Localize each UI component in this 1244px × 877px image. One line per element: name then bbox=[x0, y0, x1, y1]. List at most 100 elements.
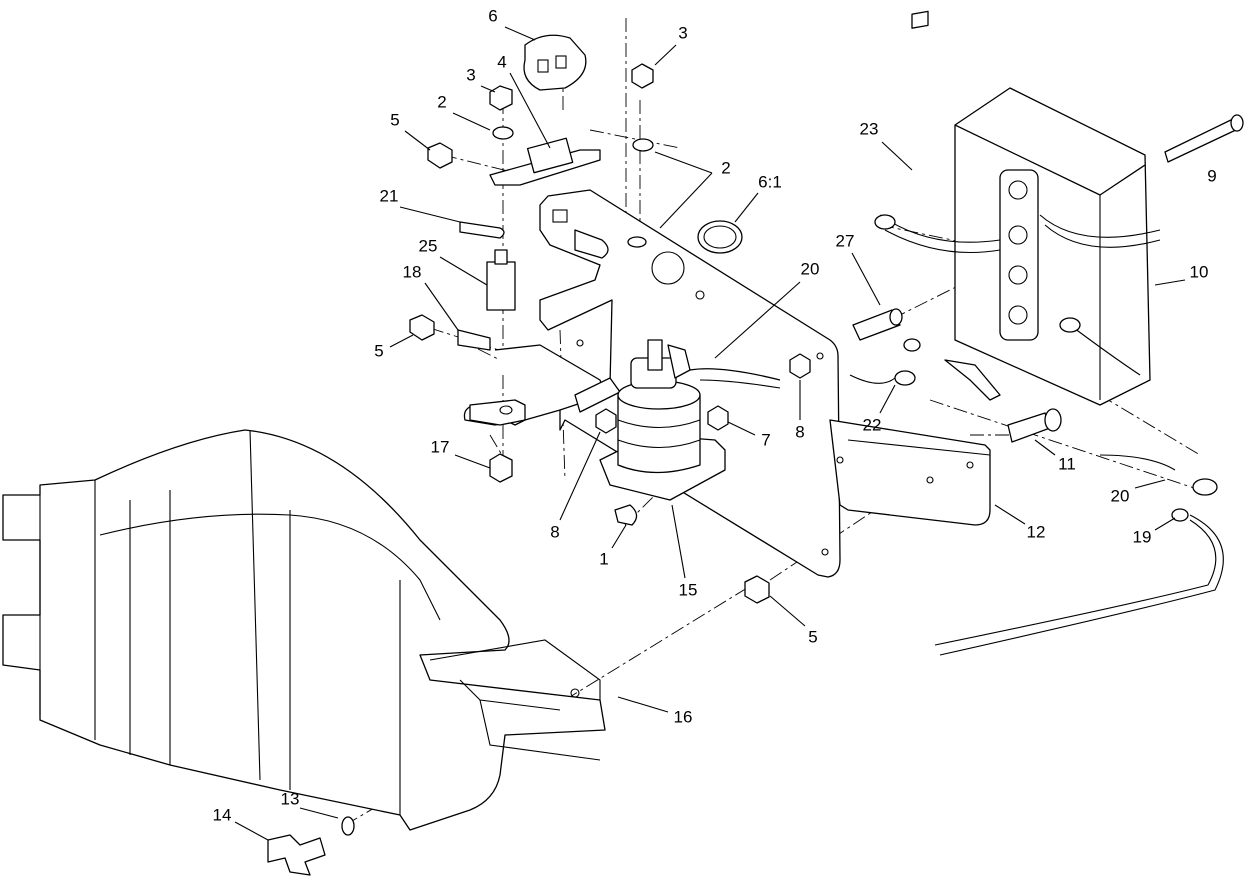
callout-c61: 6:1 bbox=[734, 172, 782, 223]
callout-c7: 7 bbox=[727, 421, 771, 449]
callout-number: 6:1 bbox=[758, 172, 782, 191]
leader-line bbox=[504, 26, 536, 41]
callout-c3a: 3 bbox=[654, 23, 688, 66]
leader-line bbox=[851, 252, 881, 306]
leader-line bbox=[1134, 479, 1166, 489]
callout-number: 19 bbox=[1133, 527, 1152, 546]
callout-c5b: 5 bbox=[374, 334, 414, 360]
leader-line bbox=[769, 595, 806, 627]
callout-number: 11 bbox=[1058, 454, 1076, 473]
callout-number: 2 bbox=[721, 158, 730, 177]
leader-line bbox=[659, 172, 713, 229]
callout-c8b: 8 bbox=[550, 431, 601, 541]
callout-number: 16 bbox=[674, 707, 693, 726]
callout-c13: 13 bbox=[281, 789, 339, 819]
leader-line bbox=[714, 281, 801, 359]
leader-line bbox=[1034, 439, 1056, 456]
callout-number: 13 bbox=[281, 789, 300, 808]
callout-number: 8 bbox=[795, 422, 804, 441]
leader-line bbox=[299, 807, 339, 819]
callout-c5c: 5 bbox=[769, 595, 818, 646]
leader-line bbox=[881, 141, 913, 171]
callout-number: 5 bbox=[374, 341, 383, 360]
callout-c2a: 2 bbox=[437, 92, 491, 131]
mounting-plate bbox=[539, 189, 991, 578]
callout-number: 27 bbox=[836, 231, 855, 250]
leader-line bbox=[509, 72, 551, 149]
callout-number: 25 bbox=[419, 236, 438, 255]
callout-number: 3 bbox=[678, 23, 687, 42]
callout-c15: 15 bbox=[671, 504, 698, 599]
callout-number: 20 bbox=[1111, 486, 1130, 505]
callout-number: 5 bbox=[808, 627, 817, 646]
callout-c22: 22 bbox=[863, 384, 896, 434]
leader-line bbox=[879, 384, 896, 414]
leader-line bbox=[559, 431, 601, 521]
callout-c23: 23 bbox=[860, 119, 913, 171]
leader-line bbox=[1154, 517, 1176, 531]
callout-number: 14 bbox=[213, 805, 232, 824]
leader-line bbox=[389, 334, 414, 348]
leader-line bbox=[480, 85, 496, 93]
callout-c18: 18 bbox=[403, 262, 459, 331]
lower-bracket bbox=[463, 344, 621, 426]
leader-line bbox=[234, 821, 269, 841]
leader-line bbox=[671, 504, 686, 579]
callout-number: 22 bbox=[863, 415, 882, 434]
callout-c3b: 3 bbox=[466, 65, 496, 93]
callout-c20b: 20 bbox=[1111, 479, 1166, 505]
leader-line bbox=[1154, 279, 1186, 286]
leader-line bbox=[734, 192, 759, 223]
callout-number: 10 bbox=[1190, 262, 1209, 281]
leader-line bbox=[404, 130, 431, 151]
callout-c21: 21 bbox=[380, 186, 461, 223]
leader-line bbox=[439, 256, 488, 286]
callout-c12: 12 bbox=[994, 504, 1046, 541]
callout-number: 9 bbox=[1207, 166, 1216, 185]
callout-c1: 1 bbox=[599, 524, 627, 568]
leader-line bbox=[654, 44, 677, 66]
callout-c27: 27 bbox=[836, 231, 881, 306]
callout-number: 4 bbox=[497, 52, 506, 71]
callout-number: 17 bbox=[431, 437, 450, 456]
leader-line bbox=[454, 454, 491, 469]
callout-number: 23 bbox=[860, 119, 879, 138]
callout-c9: 9 bbox=[1207, 166, 1216, 185]
callout-c25: 25 bbox=[419, 236, 488, 286]
callout-c8a: 8 bbox=[795, 380, 805, 441]
leader-line bbox=[994, 504, 1026, 525]
callout-c16: 16 bbox=[617, 696, 693, 726]
leader-line bbox=[452, 112, 491, 131]
fuse-relay-parts bbox=[459, 34, 743, 311]
callout-c20a: 20 bbox=[714, 259, 819, 359]
controller-box bbox=[911, 10, 1151, 406]
leader-line bbox=[654, 151, 713, 174]
callout-c4: 4 bbox=[497, 52, 551, 149]
wing-nut bbox=[267, 816, 355, 876]
hardware-nuts bbox=[409, 63, 811, 604]
callout-number: 8 bbox=[550, 522, 559, 541]
callout-number: 7 bbox=[761, 430, 770, 449]
leader-line bbox=[424, 282, 459, 331]
callout-c5a: 5 bbox=[390, 110, 431, 151]
leader-line bbox=[617, 696, 669, 713]
callout-c6a: 6 bbox=[488, 6, 536, 41]
callout-number: 3 bbox=[466, 65, 475, 84]
callout-number: 21 bbox=[380, 186, 399, 205]
callout-c14: 14 bbox=[213, 805, 269, 841]
cables bbox=[849, 214, 1224, 656]
callout-number: 12 bbox=[1027, 522, 1046, 541]
solenoid bbox=[599, 339, 781, 501]
callout-number: 15 bbox=[679, 580, 698, 599]
callout-c10: 10 bbox=[1154, 262, 1209, 286]
callout-number: 18 bbox=[403, 262, 422, 281]
leader-line bbox=[399, 206, 461, 223]
callout-c17: 17 bbox=[431, 437, 491, 469]
callout-number: 1 bbox=[599, 549, 608, 568]
callout-number: 5 bbox=[390, 110, 399, 129]
callout-c2b: 2 bbox=[654, 151, 731, 229]
callout-c19: 19 bbox=[1133, 517, 1176, 546]
callout-number: 2 bbox=[437, 92, 446, 111]
